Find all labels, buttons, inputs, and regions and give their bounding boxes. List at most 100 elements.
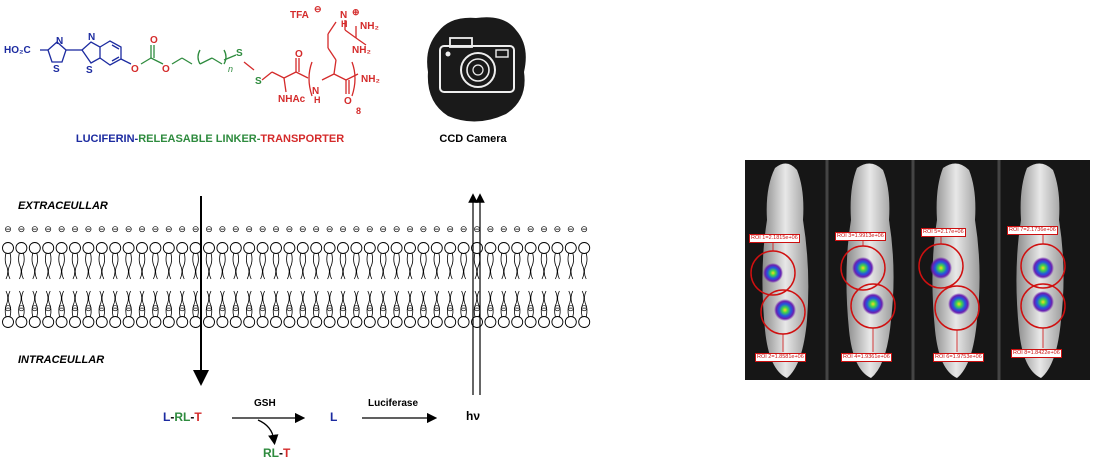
lipid-tail — [329, 290, 333, 318]
lipid-tail — [514, 290, 518, 318]
charge-icon: ⊖ — [326, 224, 334, 234]
lipid-head — [551, 316, 564, 328]
amide-o-label: O — [295, 49, 303, 60]
intracellular-label: INTRACEULLAR — [18, 354, 105, 366]
lipid-tail — [128, 252, 132, 280]
charge-icon: ⊖ — [433, 224, 441, 234]
lipid-tail — [31, 252, 35, 280]
lipid-head — [444, 316, 457, 328]
lipid-tail — [383, 290, 387, 318]
lipid-head — [176, 242, 189, 254]
terminal-o-label: O — [344, 96, 352, 107]
lipid-head — [109, 242, 122, 254]
lipid-head — [404, 242, 416, 254]
lipid-head — [95, 242, 108, 254]
lipid-tail — [584, 290, 588, 318]
lipid-head — [524, 242, 537, 254]
lipid-tail — [490, 252, 494, 280]
lipid-tail — [527, 290, 531, 318]
charge-icon: ⊖ — [165, 303, 173, 313]
lipid-head — [28, 242, 41, 254]
lipid-head — [337, 242, 349, 254]
charge-icon: ⊖ — [58, 303, 66, 313]
lipid-tail — [567, 252, 571, 280]
charge-icon: ⊖ — [580, 224, 588, 234]
charge-icon: ⊖ — [165, 224, 173, 234]
charge-icon: ⊖ — [446, 303, 454, 313]
lipid-tail — [540, 290, 545, 318]
charge-icon: ⊖ — [339, 224, 347, 234]
lipid-head — [417, 316, 430, 328]
lipid-tail — [275, 290, 280, 318]
tfa-label: TFA — [290, 10, 309, 21]
gsh-label: GSH — [254, 398, 276, 409]
lipid-head — [42, 316, 55, 328]
lipid-tail — [272, 252, 277, 280]
lipid-tail — [45, 252, 49, 280]
carbonate-o-label: O — [162, 64, 170, 75]
lipid-tail — [246, 252, 250, 280]
membrane-arrows — [193, 193, 485, 446]
charge-icon: ⊖ — [513, 303, 521, 313]
lipid-tail — [74, 252, 79, 280]
backbone-h-label: H — [314, 95, 321, 105]
lipid-tail — [34, 290, 38, 318]
lipid-tail — [302, 290, 306, 318]
lipid-tail — [112, 290, 116, 318]
charge-icon: ⊖ — [178, 303, 186, 313]
lipid-head — [28, 316, 41, 328]
lipid-tail — [557, 290, 561, 318]
lipid-tail — [21, 252, 25, 280]
lipid-head — [363, 316, 376, 328]
charge-icon: ⊖ — [18, 224, 26, 234]
charge-icon: ⊖ — [433, 303, 441, 313]
charge-icon: ⊖ — [111, 303, 119, 313]
lipid-tail — [168, 252, 172, 280]
mouse-2 — [840, 163, 896, 378]
lipid-head — [564, 242, 577, 254]
camera-icon — [427, 17, 526, 122]
charge-icon: ⊖ — [259, 303, 267, 313]
lipid-tail — [473, 290, 478, 318]
lipid-head — [538, 242, 550, 254]
lipid-tail — [420, 252, 424, 280]
charge-icon: ⊖ — [554, 303, 562, 313]
lipid-tail — [447, 290, 451, 318]
charge-icon: ⊖ — [232, 303, 240, 313]
bioluminescence-image: ROI 1=2.1815e+06 ROI 2=1.8581e+06 ROI 3=… — [745, 160, 1090, 380]
charge-icon: ⊖ — [540, 224, 548, 234]
lipid-tail — [342, 252, 347, 280]
roi-label: ROI 8=1.8422e+06 — [1011, 349, 1062, 358]
charge-icon: ⊖ — [272, 303, 280, 313]
lipid-head — [511, 242, 524, 254]
guanidine-nh-label: N — [340, 10, 347, 21]
nhac-label: NHAc — [278, 94, 306, 105]
charge-icon: ⊖ — [406, 303, 414, 313]
lipid-tail — [125, 252, 129, 280]
lipid-tail — [101, 290, 105, 318]
lipid-tail — [98, 290, 102, 318]
lipid-tail — [329, 252, 333, 280]
caption-luciferin: LUCIFERIN — [75, 133, 135, 145]
lipid-tail — [152, 290, 156, 318]
lipid-head — [551, 242, 564, 254]
benzothiazole-s-label: S — [86, 65, 93, 76]
lipid-tail — [339, 290, 344, 318]
lipid-tail — [447, 252, 451, 280]
charge-icon: ⊖ — [339, 303, 347, 313]
charge-icon: ⊖ — [473, 303, 481, 313]
lipid-tail — [18, 290, 22, 318]
lipid-tail — [155, 252, 159, 280]
mouse-3 — [918, 163, 980, 378]
lipid-tail — [262, 290, 266, 318]
lipid-tail — [141, 290, 146, 318]
lipid-head — [417, 242, 430, 254]
lipid-tail — [259, 290, 263, 318]
charge-icon: ⊖ — [71, 303, 79, 313]
lipid-tail — [179, 290, 183, 318]
charge-icon: ⊖ — [420, 303, 428, 313]
lipid-head — [270, 316, 282, 328]
roi-label: ROI 3=1.9913e+06 — [835, 232, 886, 241]
lipid-tail — [503, 290, 507, 318]
caption-linker: RELEASABLE LINKER — [138, 133, 257, 145]
